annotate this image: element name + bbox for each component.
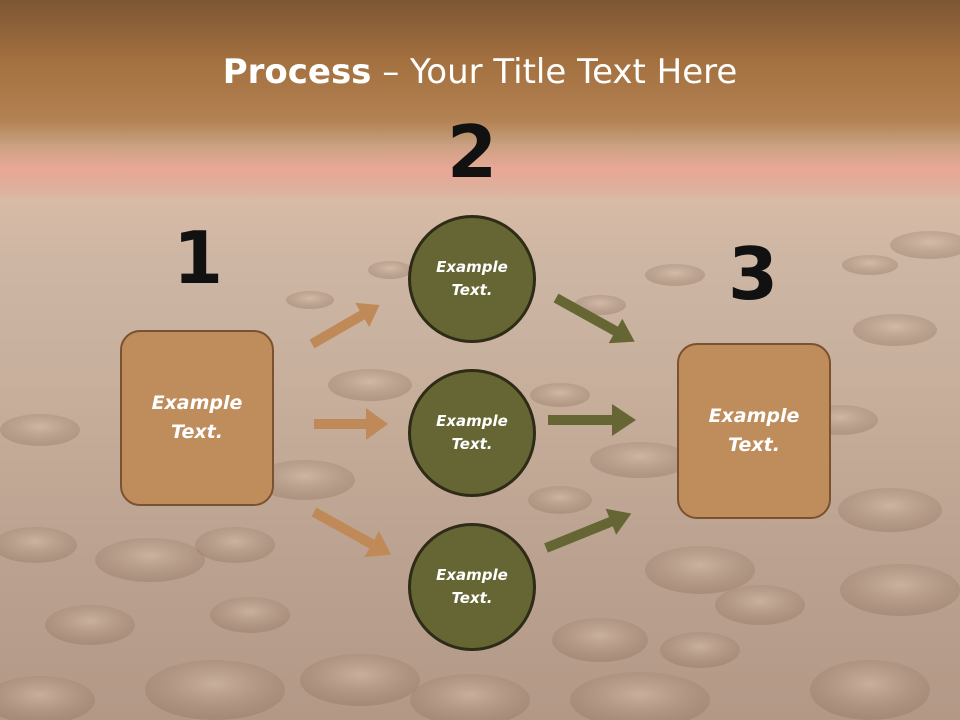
arrow-right-icon <box>314 408 388 440</box>
circle-step-bottom-text: Example Text. <box>436 566 508 607</box>
title-rest: – Your Title Text Here <box>371 52 738 92</box>
step-number-2: 2 <box>446 110 498 194</box>
arrow-down-right-icon <box>553 293 635 344</box>
step-number-1: 1 <box>172 216 224 300</box>
circle-step-middle: Example Text. <box>408 369 536 497</box>
rocks <box>0 231 960 720</box>
title-bold: Process <box>222 52 372 92</box>
circle-step-middle-text: Example Text. <box>436 412 508 453</box>
page-title: Process – Your Title Text Here <box>0 52 960 92</box>
arrow-right-icon <box>548 404 636 436</box>
circle-step-top-text: Example Text. <box>436 258 508 299</box>
left-arrows <box>309 302 391 558</box>
left-step-box: Example Text. <box>120 330 274 506</box>
circle-step-bottom: Example Text. <box>408 523 536 651</box>
arrow-up-right-icon <box>309 302 380 349</box>
arrow-down-right-icon <box>311 507 391 558</box>
left-step-box-text: Example Text. <box>151 392 243 443</box>
arrow-up-right-icon <box>544 508 632 553</box>
right-step-box: Example Text. <box>677 343 831 519</box>
step-number-3: 3 <box>727 232 779 316</box>
right-step-box-text: Example Text. <box>708 405 800 456</box>
right-arrows <box>544 293 636 553</box>
circle-step-top: Example Text. <box>408 215 536 343</box>
